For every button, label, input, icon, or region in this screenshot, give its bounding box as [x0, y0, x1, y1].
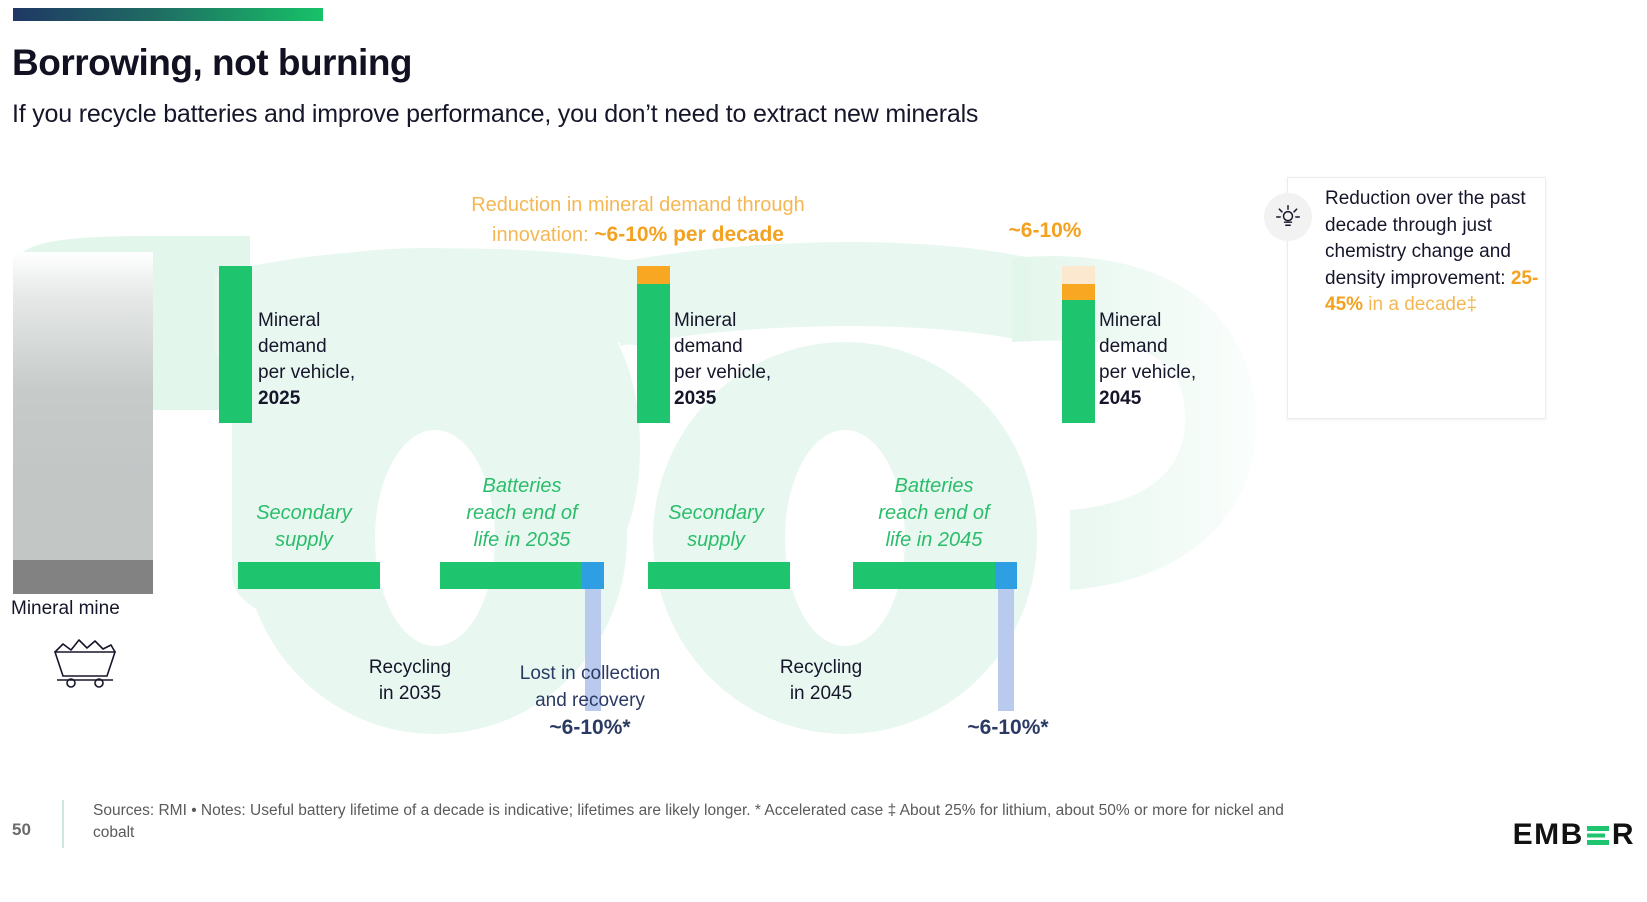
- secondary-supply-bar-2: [648, 562, 790, 589]
- page-subtitle: If you recycle batteries and improve per…: [12, 100, 979, 128]
- demand-bar-2035-label: Mineral demand per vehicle, 2035: [674, 308, 771, 412]
- demand-label-line2: demand: [1099, 336, 1168, 357]
- eol-2045-label: Batteries reach end of life in 2045: [878, 475, 990, 551]
- innovation-annotation: Reduction in mineral demand through inno…: [408, 190, 868, 250]
- info-card-highlight: 25-45%: [1325, 267, 1539, 316]
- lightbulb-icon: [1264, 193, 1312, 241]
- demand-label-line2: demand: [258, 336, 327, 357]
- lost-pct-2035: ~6-10%*: [549, 716, 631, 739]
- lost-in-collection-label: Lost in collection and recovery: [519, 663, 661, 711]
- recycling-2035-label: Recycling in 2035: [368, 657, 452, 704]
- secondary-supply-bar-1: [238, 562, 380, 589]
- demand-label-line3: per vehicle,: [674, 362, 772, 383]
- lost-flow-stream-2045: [998, 589, 1014, 711]
- recycling-2045-label: Recycling in 2045: [779, 657, 863, 704]
- mineral-mine-ore-layer: [13, 560, 153, 594]
- demand-bar-2045-cream: [1062, 266, 1095, 284]
- recycling-bar-2035: [440, 562, 582, 589]
- info-card-highlight-tail: in a decade‡: [1363, 294, 1478, 315]
- secondary-supply-label-2: Secondary supply: [668, 502, 764, 551]
- demand-label-line1: Mineral: [674, 310, 737, 331]
- ember-logo: EMB R: [1513, 818, 1635, 852]
- demand-bar-2045-label: Mineral demand per vehicle, 2045: [1099, 308, 1196, 412]
- demand-label-line2: demand: [674, 336, 743, 357]
- demand-bar-2045-green: [1062, 300, 1095, 423]
- logo-e-mark: [1586, 826, 1609, 845]
- innovation-value: ~6-10% per decade: [594, 223, 784, 246]
- mine-cart-icon: [45, 632, 125, 688]
- page-title: Borrowing, not burning: [12, 42, 413, 83]
- info-card-body: Reduction over the past decade through j…: [1325, 188, 1526, 289]
- demand-bar-2045-orange: [1062, 284, 1095, 300]
- innovation-line1: Reduction in mineral demand through: [471, 194, 805, 216]
- demand-label-line1: Mineral: [1099, 310, 1162, 331]
- lost-bar-2035: [582, 562, 604, 589]
- demand-bar-2025-green: [219, 266, 252, 423]
- demand-bar-2035-orange: [637, 266, 670, 284]
- demand-label-line1: Mineral: [258, 310, 321, 331]
- info-card: [1287, 177, 1546, 419]
- innovation-line2-prefix: innovation:: [492, 224, 595, 246]
- demand-label-year: 2035: [674, 388, 717, 409]
- demand-label-year: 2045: [1099, 388, 1142, 409]
- mineral-mine-seam: [13, 252, 153, 562]
- mineral-mine-label: Mineral mine: [11, 598, 120, 619]
- lost-bar-2045: [995, 562, 1017, 589]
- info-card-text: Reduction over the past decade through j…: [1325, 186, 1540, 319]
- demand-bar-2025-label: Mineral demand per vehicle, 2025: [258, 308, 355, 412]
- footer-divider: [62, 800, 64, 848]
- logo-text-left: EMB: [1512, 818, 1584, 851]
- lost-flow-stream-2035: [585, 589, 601, 711]
- demand-label-year: 2025: [258, 388, 301, 409]
- secondary-supply-label-1: Secondary supply: [256, 502, 352, 551]
- page-number: 50: [12, 820, 31, 839]
- demand-label-line3: per vehicle,: [1099, 362, 1197, 383]
- reduction-pct-2045: ~6-10%: [1008, 219, 1082, 242]
- demand-label-line3: per vehicle,: [258, 362, 356, 383]
- demand-bar-2035-green: [637, 284, 670, 423]
- recycling-bar-2045: [853, 562, 995, 589]
- lost-pct-2045: ~6-10%*: [967, 716, 1049, 739]
- sources-note: Sources: RMI • Notes: Useful battery lif…: [93, 802, 1284, 841]
- brand-gradient-bar: [13, 8, 323, 21]
- logo-text-right: R: [1611, 818, 1635, 851]
- eol-2035-label: Batteries reach end of life in 2035: [466, 475, 578, 551]
